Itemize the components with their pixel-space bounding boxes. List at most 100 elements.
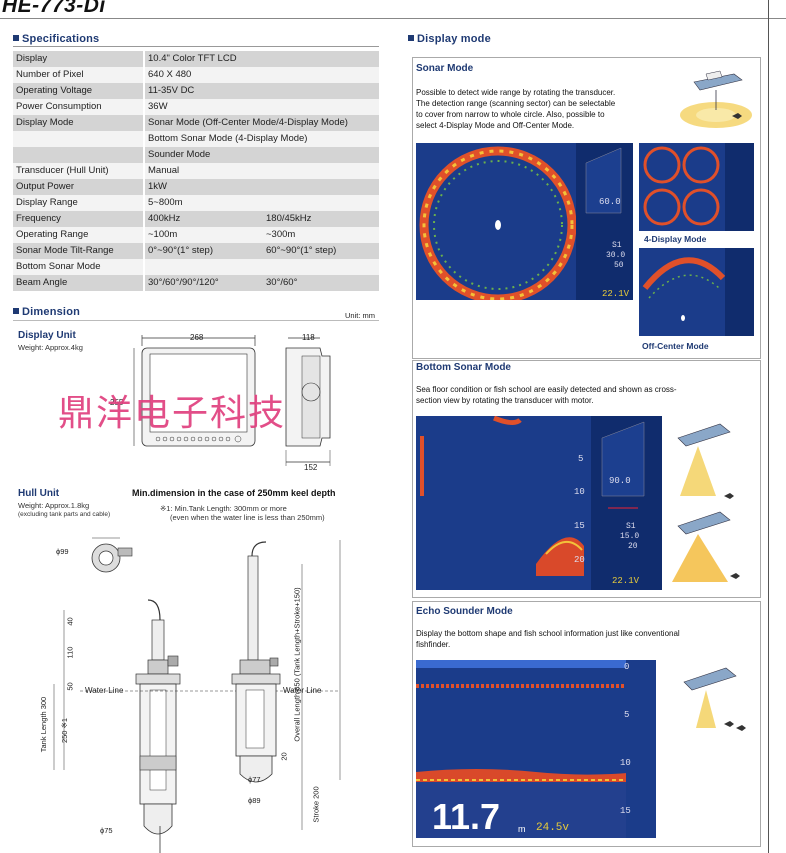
spec-label: Sonar Mode Tilt-Range [13, 243, 145, 259]
spec-label: Frequency [13, 211, 145, 227]
spec-label: Number of Pixel [13, 67, 145, 83]
dim-stroke: Stroke 200 [311, 786, 321, 823]
spec-value: 400kHz [144, 211, 263, 227]
bottom-sonar-boat-illustration [672, 423, 740, 582]
spec-value-2: 60°~90°(1° step) [263, 243, 379, 259]
specifications-heading: Specifications [13, 33, 99, 45]
dim-phi75: ϕ75 [100, 826, 113, 835]
hull-unit-weight: Weight: Approx.1.8kg [18, 501, 90, 510]
spec-rule [13, 46, 379, 47]
spec-label: Display Mode [13, 115, 145, 131]
spec-value: 11-35V DC [144, 83, 379, 99]
display-mode-heading: Display mode [408, 33, 491, 45]
display-unit-weight: Weight: Approx.4kg [18, 343, 83, 352]
spec-label [13, 131, 145, 147]
bottom-sonar-desc: Sea floor condition or fish school are e… [416, 385, 677, 405]
hull-unit-weight-note: (excluding tank parts and cable) [18, 511, 111, 518]
spec-label: Display Range [13, 195, 145, 211]
dim-50: 50 [65, 682, 75, 691]
spec-value-2: 30°/60° [263, 275, 379, 291]
spec-label: Output Power [13, 179, 145, 195]
spec-value: Manual [144, 163, 379, 179]
dimension-heading: Dimension [13, 306, 80, 318]
min-tank-note-2: (even when the water line is less than 2… [170, 513, 325, 522]
sonar-main-screen: 60.0 S1 30.0 50 22.1V [416, 143, 633, 300]
spec-row: Operating Range~100m~300m [13, 227, 379, 243]
echo-sounder-desc: Display the bottom shape and fish school… [416, 629, 680, 649]
sonar-mode-title: Sonar Mode [416, 63, 474, 74]
spec-label: Transducer (Hull Unit) [13, 163, 145, 179]
dim-phi89: ϕ89 [248, 796, 261, 805]
spec-value: Bottom Sonar Mode (4-Display Mode) [144, 131, 379, 147]
water-line-label-left: Water Line [85, 686, 124, 695]
spec-label [13, 147, 145, 163]
watermark: 鼎洋电子科技 [58, 393, 287, 434]
dim-overall-length: Overall Length 650 (Tank Length+Stroke+1… [292, 587, 302, 742]
spec-row: Sounder Mode [13, 147, 379, 163]
dim-height: 255 [110, 398, 124, 407]
display-unit-drawing [133, 335, 331, 466]
min-dimension-title: Min.dimension in the case of 250mm keel … [132, 488, 336, 498]
spec-label: Operating Range [13, 227, 145, 243]
dim-110: 110 [65, 646, 75, 659]
bottom-sonar-screen: 5 10 15 20 90.0 S1 15.0 20 22.1V [416, 416, 662, 590]
spec-row: Bottom Sonar Mode [13, 259, 379, 275]
display-unit-title: Display Unit [18, 330, 76, 341]
off-center-caption: Off-Center Mode [642, 341, 709, 351]
dim-tank-length: Tank Length 300 [39, 696, 49, 753]
spec-value: 1kW [144, 179, 379, 195]
water-line-label-right: Water Line [283, 686, 322, 695]
dim-20: 20 [279, 752, 289, 761]
depth-readout: 11.7 [432, 796, 501, 837]
spec-label: Beam Angle [13, 275, 145, 291]
dim-40: 40 [65, 617, 75, 626]
dim-250: 250 ※1 [60, 717, 70, 744]
spec-value: 10.4" Color TFT LCD [144, 51, 379, 67]
hull-unit-drawing [53, 537, 341, 853]
unit-label: Unit: mm [345, 311, 375, 320]
spec-value: 30°/60°/90°/120° [144, 275, 263, 291]
square-bullet-icon [408, 35, 414, 41]
spec-value: 5~800m [144, 195, 379, 211]
min-tank-note: ※1: Min.Tank Length: 300mm or more [160, 504, 287, 513]
spec-value: Sounder Mode [144, 147, 379, 163]
spec-label: Bottom Sonar Mode [13, 259, 145, 275]
page-edge-rule [768, 0, 769, 853]
sonar-mode-desc: Possible to detect wide range by rotatin… [416, 88, 616, 130]
spec-value: 0°~90°(1° step) [144, 243, 263, 259]
dim-depth-total: 152 [304, 463, 318, 472]
square-bullet-icon [13, 35, 19, 41]
model-title: HE-773-Di [2, 0, 106, 17]
spec-value-2: ~300m [263, 227, 379, 243]
spec-row: Transducer (Hull Unit)Manual [13, 163, 379, 179]
dim-depth: 118 [302, 333, 315, 342]
header-rule [0, 18, 786, 19]
spec-value: 36W [144, 99, 379, 115]
dimension-rule [13, 320, 379, 321]
four-display-screen [639, 143, 754, 231]
off-center-screen [639, 248, 754, 336]
spec-value-2: 180/45kHz [263, 211, 379, 227]
spec-label: Operating Voltage [13, 83, 145, 99]
dim-phi99: ϕ99 [56, 547, 69, 556]
depth-unit: m [518, 824, 526, 834]
spec-label: Power Consumption [13, 99, 145, 115]
hull-unit-title: Hull Unit [18, 488, 60, 499]
dim-width: 268 [190, 333, 204, 342]
spec-value: 640 X 480 [144, 67, 379, 83]
echo-sounder-title: Echo Sounder Mode [416, 606, 513, 617]
voltage-readout: 24.5v [536, 822, 570, 834]
four-display-caption: 4-Display Mode [644, 234, 707, 244]
spec-row: Bottom Sonar Mode (4-Display Mode) [13, 131, 379, 147]
